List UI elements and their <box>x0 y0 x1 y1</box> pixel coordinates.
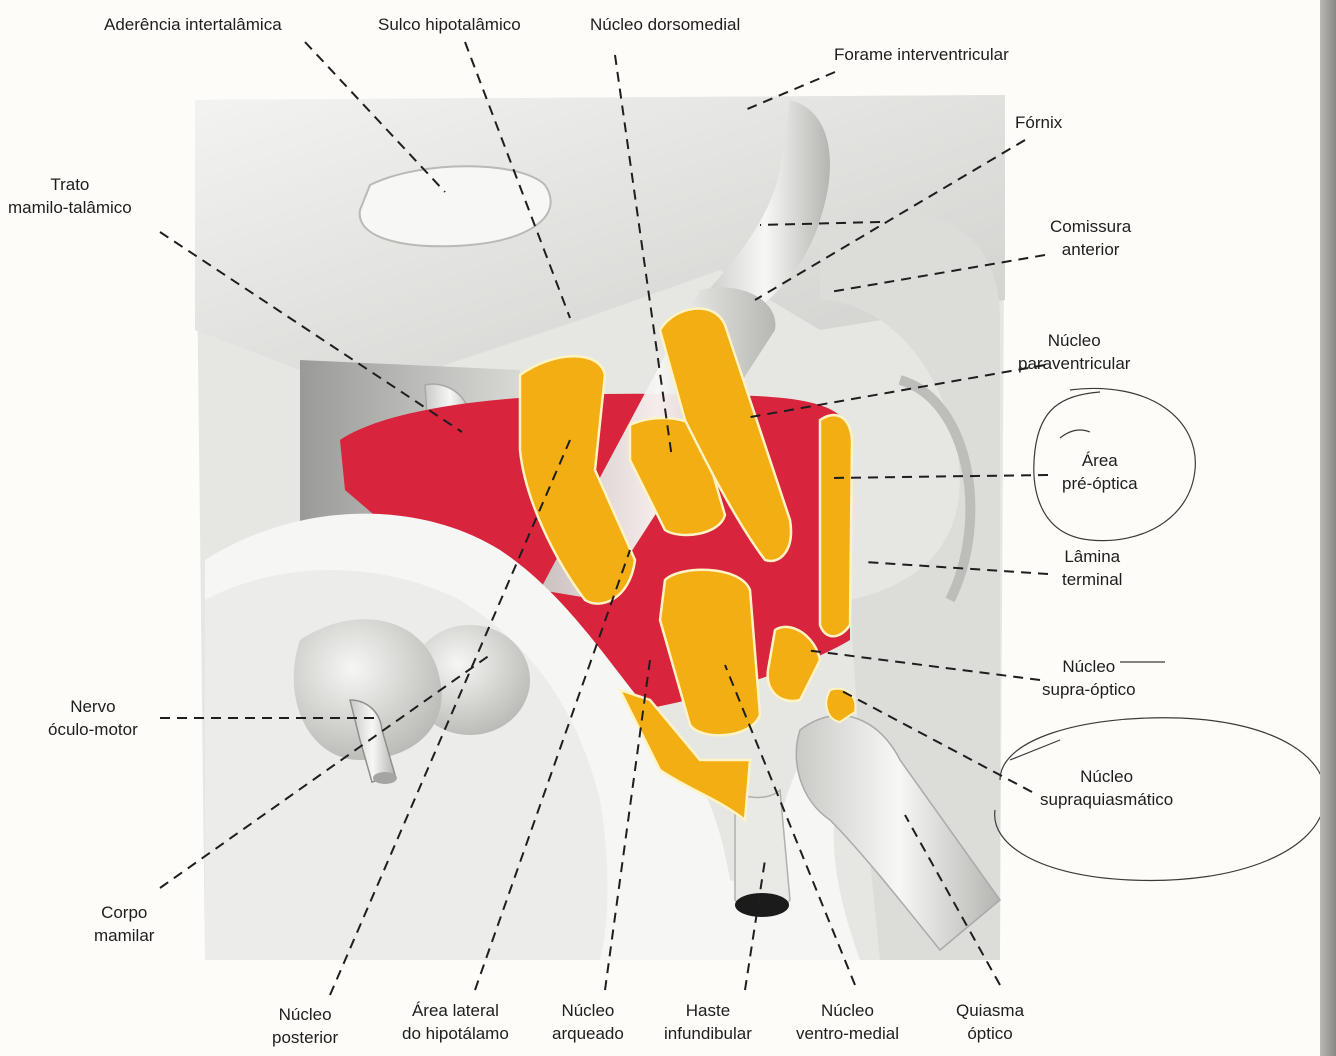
label-forame-interventricular: Forame interventricular <box>834 44 1009 67</box>
preoptic-area-shape <box>820 415 852 636</box>
label-sulco-hipotalamico: Sulco hipotalâmico <box>378 14 521 37</box>
label-fornix: Fórnix <box>1015 112 1062 135</box>
label-adherencia-intertalamica: Aderência intertalâmica <box>104 14 282 37</box>
label-nucleo-dorsomedial: Núcleo dorsomedial <box>590 14 740 37</box>
page-edge-strip <box>1320 0 1336 1056</box>
interthalamic-adhesion-shape <box>360 166 551 246</box>
